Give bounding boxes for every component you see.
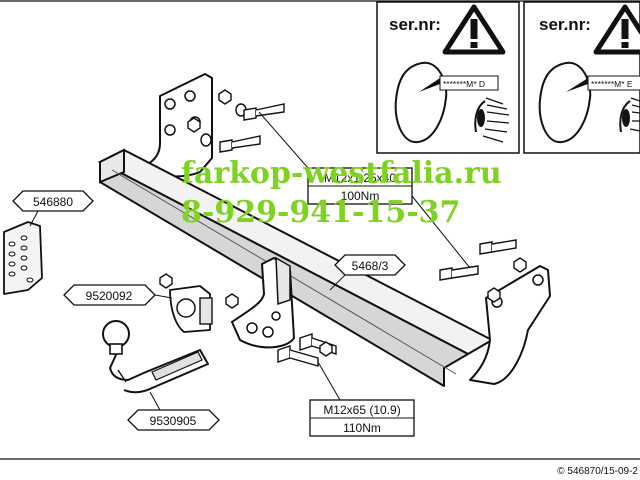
bolt-set-right bbox=[439, 239, 527, 303]
footer-reference: © 546870/15-09-2 bbox=[557, 466, 638, 477]
bolt-spec-bottom-size: M12x65 (10.9) bbox=[323, 403, 400, 417]
leader-line bbox=[258, 111, 309, 169]
bolt-spec-top-size: M12x1,25x40 bbox=[324, 171, 396, 185]
watermark-phone: 8-929-941-15-37 bbox=[181, 195, 460, 230]
serial-panel-left: ser.nr: *******M* D bbox=[376, 1, 520, 154]
bolt-set-top-left bbox=[219, 103, 285, 153]
serial-plate-left bbox=[439, 75, 499, 91]
serial-plate-right bbox=[587, 75, 640, 91]
bolt-spec-bottom-torque: 110Nm bbox=[343, 421, 381, 435]
warning-triangle-icon bbox=[442, 4, 506, 55]
leader-line bbox=[317, 361, 341, 401]
serial-pointer bbox=[566, 78, 588, 92]
bolt-spec-top-torque: 100Nm bbox=[341, 189, 380, 203]
bolt-set-bottom bbox=[277, 333, 337, 367]
socket-plate bbox=[3, 221, 43, 295]
eye-icon bbox=[474, 97, 510, 143]
callout-546880: 546880 bbox=[12, 190, 94, 227]
serial-panel-right: ser.nr: *******M* E bbox=[523, 1, 640, 154]
nut-and-washer-set bbox=[159, 273, 239, 309]
leader-line bbox=[411, 195, 471, 269]
ser-nr-label-left: ser.nr: bbox=[389, 15, 441, 34]
receiver-plate-inner bbox=[275, 256, 291, 306]
receiver-hole bbox=[246, 322, 258, 334]
ser-nr-label-right: ser.nr: bbox=[539, 15, 591, 34]
bracket-hole bbox=[184, 90, 196, 102]
callout-9520092: 9520092 bbox=[63, 284, 173, 306]
watermark-site: farkop-westfalia.ru bbox=[181, 156, 502, 191]
receiver-hole bbox=[262, 326, 274, 338]
right-mounting-bracket bbox=[469, 265, 551, 385]
callout-5468-3-label: 5468/3 bbox=[352, 259, 389, 273]
bracket-hole bbox=[164, 98, 176, 110]
callout-9530905-label: 9530905 bbox=[150, 414, 197, 428]
serial-text-right: *******M* E bbox=[591, 79, 633, 89]
bracket-hole bbox=[532, 274, 544, 286]
callout-9530905: 9530905 bbox=[127, 391, 220, 431]
callout-5468-3: 5468/3 bbox=[329, 254, 406, 291]
serial-pointer bbox=[419, 78, 440, 92]
bracket-hole bbox=[164, 124, 176, 136]
serial-text-left: *******M* D bbox=[443, 79, 485, 89]
eye-icon bbox=[619, 97, 640, 133]
ball-bracket-flange bbox=[199, 297, 213, 325]
receiver-hole bbox=[271, 311, 281, 321]
callout-9520092-label: 9520092 bbox=[86, 289, 133, 303]
ball-bracket-hole bbox=[176, 298, 196, 318]
bolt-spec-top: M12x1,25x40 100Nm bbox=[307, 167, 413, 205]
tow-ball bbox=[102, 320, 209, 394]
callout-546880-label: 546880 bbox=[33, 195, 73, 209]
bolt-spec-bottom: M12x65 (10.9) 110Nm bbox=[309, 399, 415, 437]
